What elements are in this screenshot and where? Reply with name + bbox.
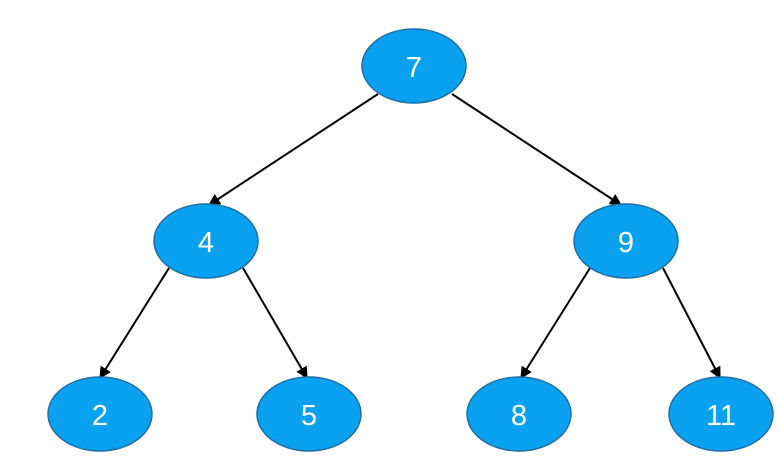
- node-9-label: 9: [618, 227, 634, 259]
- node-9-ellipse: [573, 203, 679, 279]
- node-8-ellipse: [466, 376, 572, 452]
- tree-node-2: 2: [47, 376, 153, 452]
- edges: [99, 93, 721, 380]
- node-8-label: 8: [511, 400, 527, 432]
- node-11-ellipse: [668, 376, 774, 452]
- tree-node-4: 4: [153, 203, 259, 279]
- edge-9-to-8: [520, 267, 591, 380]
- node-11-label: 11: [706, 400, 736, 432]
- edge-7-to-9: [451, 93, 623, 206]
- node-2-ellipse: [47, 376, 153, 452]
- tree-node-11: 11: [668, 376, 774, 452]
- node-7-ellipse: [361, 28, 467, 104]
- edge-7-to-4: [207, 93, 379, 206]
- tree-node-9: 9: [573, 203, 679, 279]
- node-7-label: 7: [406, 52, 422, 84]
- nodes: 7 4 9 2 5 8 11: [47, 28, 774, 452]
- node-4-label: 4: [198, 227, 214, 259]
- node-5-ellipse: [256, 376, 362, 452]
- node-4-ellipse: [153, 203, 259, 279]
- tree-node-5: 5: [256, 376, 362, 452]
- edge-4-to-5: [242, 267, 308, 380]
- tree-node-7: 7: [361, 28, 467, 104]
- tree-node-8: 8: [466, 376, 572, 452]
- edge-9-to-11: [662, 267, 721, 380]
- node-5-label: 5: [301, 400, 317, 432]
- edge-4-to-2: [99, 267, 170, 380]
- node-2-label: 2: [92, 400, 108, 432]
